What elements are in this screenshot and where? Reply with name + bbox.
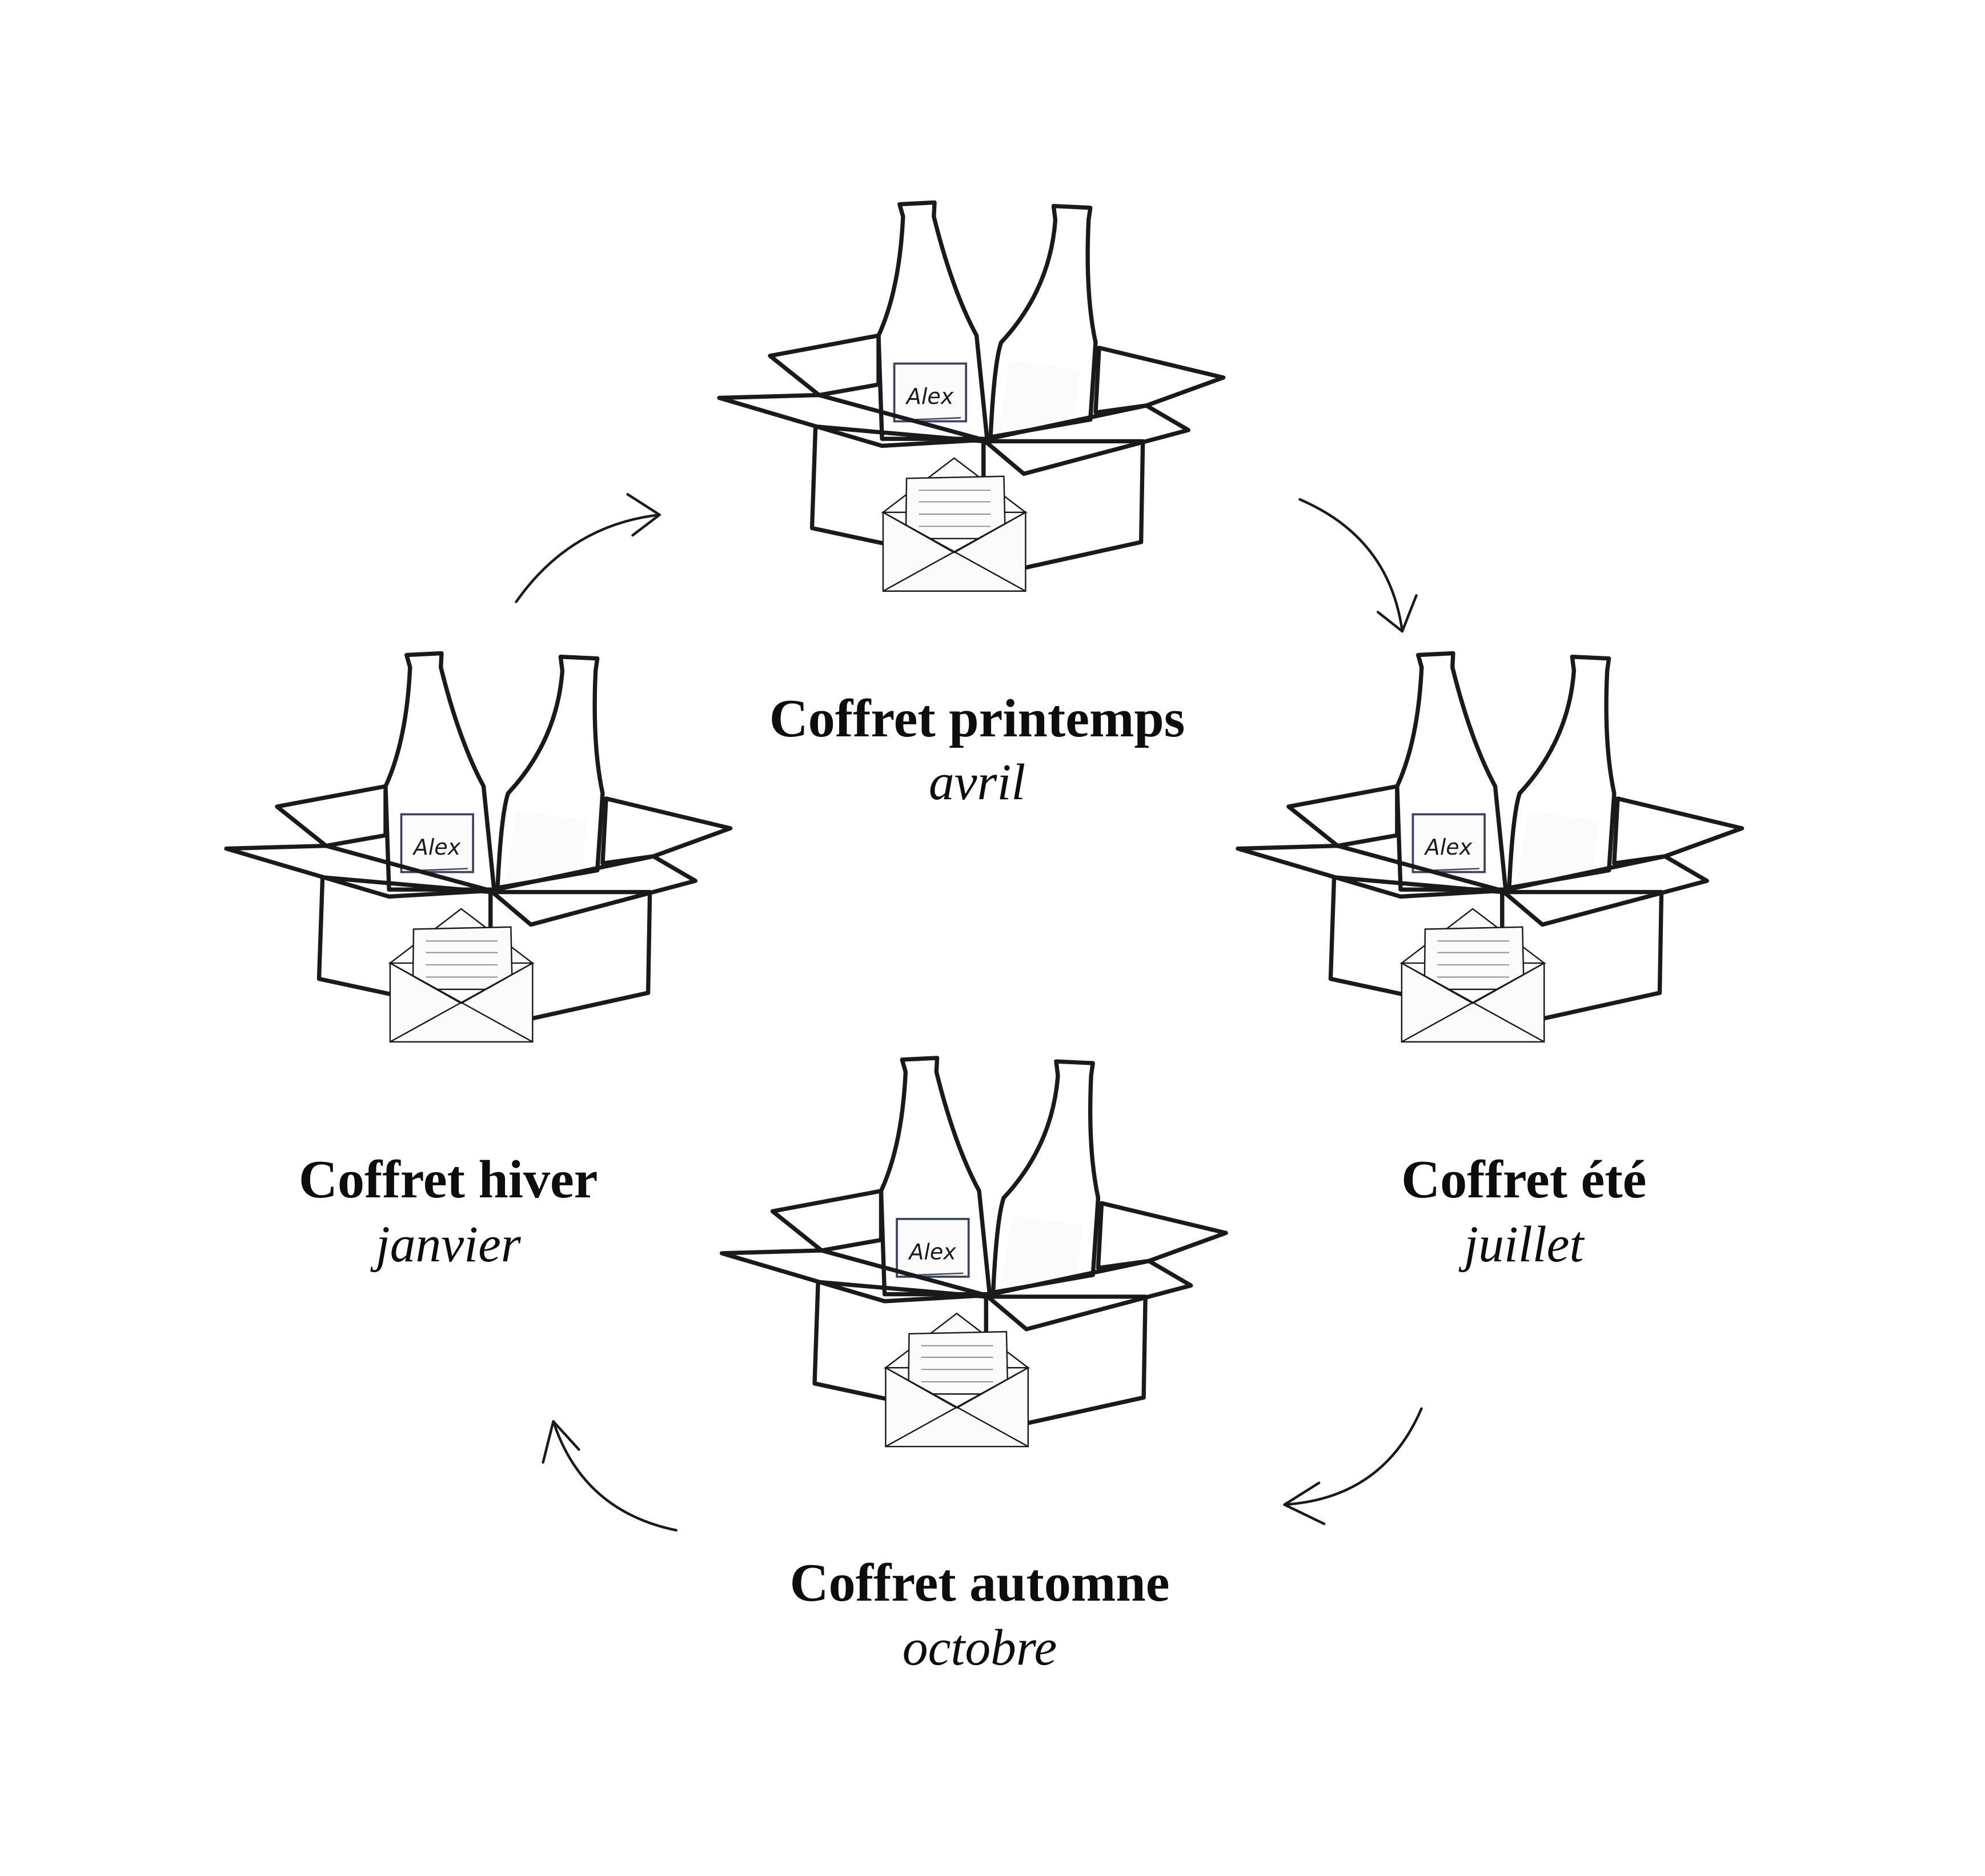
box-illustration-summer: Alex bbox=[1238, 654, 1742, 1042]
arrow-autumn-to-winter-icon bbox=[542, 1420, 678, 1532]
arrow-winter-to-spring-icon bbox=[515, 493, 661, 603]
box-title-winter: Coffret hiver bbox=[299, 1150, 598, 1209]
box-title-autumn: Coffret automne bbox=[790, 1553, 1170, 1613]
arrow-summer-to-autumn-icon bbox=[1283, 1407, 1423, 1525]
bottle-label-name: Alex bbox=[905, 384, 954, 409]
arrow-spring-to-summer-icon bbox=[1298, 498, 1418, 633]
box-illustration-autumn: Alex bbox=[722, 1058, 1226, 1446]
box-month-winter: janvier bbox=[370, 1216, 522, 1273]
box-title-spring: Coffret printemps bbox=[769, 689, 1185, 748]
bottle-label-name: Alex bbox=[907, 1239, 956, 1264]
box-month-summer: juillet bbox=[1458, 1216, 1585, 1273]
box-illustration-winter: Alex bbox=[226, 654, 731, 1042]
bottle-label-name: Alex bbox=[412, 835, 461, 860]
box-illustration-spring: Alex bbox=[719, 202, 1224, 591]
box-month-autumn: octobre bbox=[903, 1620, 1057, 1676]
bottle-label-name: Alex bbox=[1423, 835, 1473, 860]
box-title-summer: Coffret été bbox=[1401, 1150, 1646, 1209]
box-month-spring: avril bbox=[929, 754, 1025, 811]
